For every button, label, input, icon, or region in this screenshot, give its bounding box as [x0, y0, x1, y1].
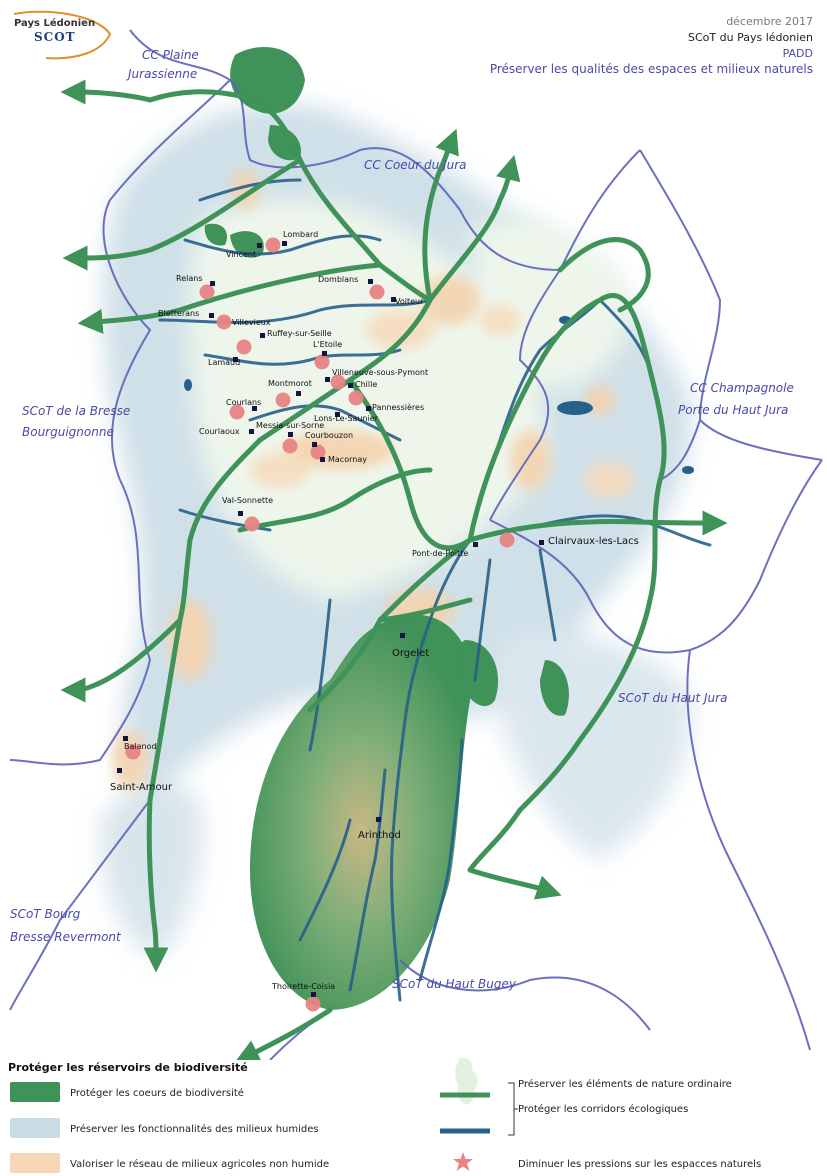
logo-line1: Pays Lédonien — [14, 18, 96, 29]
legend-label-humides: Préserver les fonctionnalités des milieu… — [70, 1124, 319, 1135]
town-etoile: L'Etoile — [313, 340, 343, 349]
neighbour-hautjura: SCoT du Haut Jura — [618, 691, 728, 705]
legend-swatch-coeurs — [10, 1082, 60, 1102]
neighbour-coeur: CC Coeur du Jura — [364, 158, 467, 172]
town-courbouzon: Courbouzon — [305, 431, 354, 440]
neighbour-bresse-1: SCoT de la Bresse — [22, 404, 131, 418]
town-pontpoitte: Pont-de-Poitte — [412, 549, 469, 558]
biodiversity-cores — [204, 47, 569, 1010]
town-courlans: Courlans — [226, 398, 262, 407]
neighbour-bugey: SCoT du Haut Bugey — [392, 977, 516, 991]
legend-swatch-humides — [10, 1118, 60, 1138]
town-arinthod: Arinthod — [358, 830, 401, 841]
neighbour-bourg-2: Bresse Revermont — [10, 930, 121, 944]
town-orgelet: Orgelet — [392, 648, 430, 659]
town-macornay: Macornay — [328, 455, 367, 464]
neighbour-plaine-1: CC Plaine — [142, 48, 199, 62]
town-bletterans: Bletterans — [158, 309, 200, 318]
town-perrigny: Pannessières — [372, 403, 425, 412]
neighbour-champagnole-2: Porte du Haut Jura — [678, 403, 789, 417]
neighbour-bresse-2: Bourguignonne — [22, 425, 114, 439]
town-villeneuve: Villeneuve-sous-Pymont — [332, 368, 429, 377]
town-valsonnette: Val-Sonnette — [222, 496, 274, 505]
town-lombard: Lombard — [283, 230, 319, 239]
town-saintamour: Saint-Amour — [110, 782, 173, 793]
town-markers — [117, 241, 544, 997]
town-ruffey: Ruffey-sur-Seille — [267, 329, 332, 338]
logo-line2: SCOT — [34, 30, 76, 44]
legend-corridor-icon — [440, 1082, 518, 1136]
map-canvas — [9, 29, 823, 1060]
town-lons: Lons-Le-Saunier — [314, 414, 379, 423]
legend-label-agricoles: Valoriser le réseau de milieux agricoles… — [70, 1159, 330, 1170]
pressure-markers — [125, 237, 515, 1012]
town-domblans: Domblans — [318, 275, 359, 284]
town-balanod: Balanod — [124, 742, 157, 751]
legend-pressure-icon — [453, 1152, 473, 1171]
ecological-corridors — [60, 79, 728, 1060]
lakes — [184, 316, 694, 474]
town-villevieux: Villevieux — [232, 318, 271, 327]
town-thoirette: Thoirette-Coisia — [272, 982, 336, 991]
town-montmorot: Montmorot — [268, 379, 312, 388]
legend-label-ordinaire: Préserver les éléments de nature ordinai… — [518, 1079, 732, 1090]
header-date: décembre 2017 — [726, 15, 813, 28]
town-vincent: Vincent — [226, 250, 257, 259]
legend-label-pressions: Diminuer les pressions sur les espacces … — [518, 1159, 762, 1170]
town-clairvaux: Clairvaux-les-Lacs — [548, 536, 639, 547]
legend-title: Protéger les réservoirs de biodiversité — [8, 1061, 248, 1074]
header-subtitle: PADD — [782, 47, 813, 60]
scot-logo — [13, 10, 112, 60]
town-lamaud: Lamaud — [208, 358, 241, 367]
town-messia: Messia-sur-Sorne — [256, 421, 325, 430]
town-chille: Chille — [355, 380, 378, 389]
legend-label-coeurs: Protéger les coeurs de biodiversité — [70, 1088, 244, 1099]
town-courlaoux: Courlaoux — [199, 427, 240, 436]
neighbour-bourg-1: SCoT Bourg — [10, 907, 81, 921]
legend-label-corridors: Protéger les corridors écologiques — [518, 1104, 689, 1115]
neighbour-champagnole-1: CC Champagnole — [690, 381, 794, 395]
legend-swatch-agricoles — [10, 1153, 60, 1173]
town-voiteur: Voiteur — [395, 297, 424, 306]
town-relans: Relans — [176, 274, 203, 283]
header-title: SCoT du Pays lédonien — [688, 31, 813, 44]
neighbour-plaine-2: Jurassienne — [128, 67, 198, 81]
header-theme: Préserver les qualités des espaces et mi… — [489, 62, 813, 76]
